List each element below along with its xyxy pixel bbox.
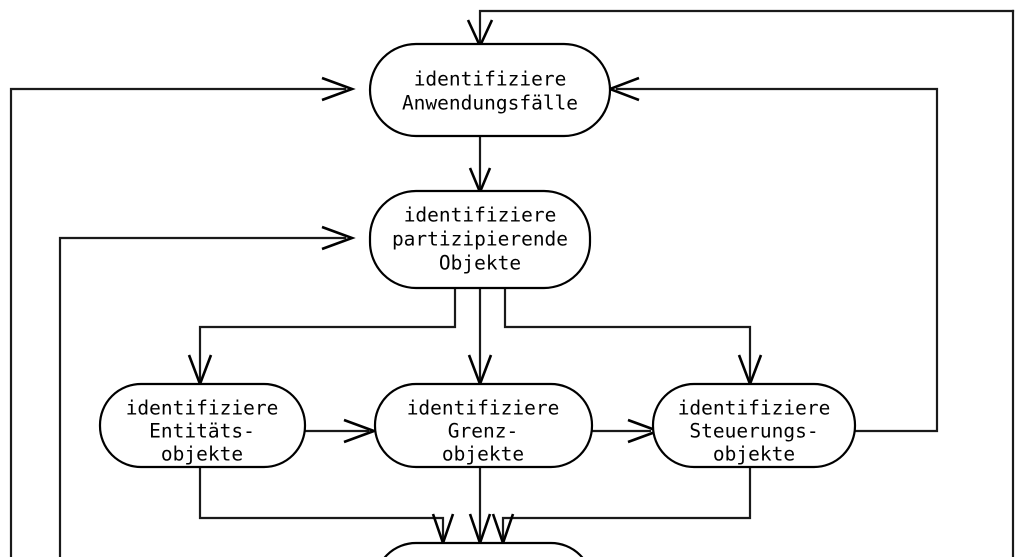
- arrowhead-into-anwendungsfaelle-left: [321, 76, 356, 102]
- edge-left-outer-bus-into-anwendungsfaelle: [9, 87, 347, 557]
- node-grenzobjekte-shape[interactable]: [373, 382, 594, 469]
- edge-steuerungs-return-into-anwendungsfaelle: [615, 87, 939, 433]
- node-anwendungsfaelle-line1: identifiziere: [414, 68, 567, 91]
- node-entitaetsobjekte-shape[interactable]: [98, 382, 307, 469]
- node-anwendungsfaelle-line2: Anwendungsfälle: [402, 92, 578, 115]
- edge-partizipierende-to-entitaets: [198, 286, 457, 382]
- edge-left-inner-bus-into-partizipierende: [58, 236, 347, 557]
- node-entitaetsobjekte-line1: identifiziere: [126, 397, 279, 420]
- node-grenzobjekte-line2: Grenz-: [448, 420, 518, 443]
- edge-top-return-into-anwendungsfaelle: [478, 9, 1015, 44]
- node-steuerungsobjekte[interactable]: identifiziere Steuerungs- objekte: [651, 382, 857, 469]
- node-partizipierende-objekte-shape[interactable]: [368, 189, 592, 290]
- node-steuerungsobjekte-shape[interactable]: [651, 382, 857, 469]
- node-partizipierende-objekte-line2: partizipierende: [392, 228, 568, 251]
- arrowhead-into-partizipierende-left: [321, 225, 356, 251]
- node-steuerungsobjekte-line1: identifiziere: [678, 397, 831, 420]
- node-steuerungsobjekte-line3: objekte: [713, 443, 795, 466]
- edge-entitaets-to-bottom: [198, 465, 445, 542]
- node-entitaetsobjekte[interactable]: identifiziere Entitäts- objekte: [98, 382, 307, 469]
- node-grenzobjekte-line1: identifiziere: [407, 397, 560, 420]
- node-partizipierende-objekte-line1: identifiziere: [404, 204, 557, 227]
- node-anwendungsfaelle-shape[interactable]: [368, 42, 612, 138]
- edge-group-main-flow: [198, 133, 752, 433]
- node-entitaetsobjekte-line3: objekte: [161, 443, 243, 466]
- node-grenzobjekte[interactable]: identifiziere Grenz- objekte: [373, 382, 594, 469]
- node-partizipierende-objekte-line3: Objekte: [439, 252, 521, 275]
- node-bottom-node-partial-shape[interactable]: [375, 541, 592, 557]
- node-entitaetsobjekte-line2: Entitäts-: [149, 420, 255, 443]
- arrowhead-entitaets-to-grenz: [343, 418, 378, 444]
- node-steuerungsobjekte-line2: Steuerungs-: [689, 420, 818, 443]
- node-anwendungsfaelle[interactable]: identifiziere Anwendungsfälle: [368, 42, 612, 138]
- node-bottom-node-partial[interactable]: [375, 541, 592, 557]
- edge-partizipierende-to-steuerungs: [503, 286, 752, 382]
- edge-steuerungs-to-bottom: [501, 465, 752, 542]
- edge-group-feedback-buses: [9, 9, 1015, 557]
- node-grenzobjekte-line3: objekte: [442, 443, 524, 466]
- edge-group-to-bottom-node: [198, 465, 752, 542]
- node-partizipierende-objekte[interactable]: identifiziere partizipierende Objekte: [368, 189, 592, 290]
